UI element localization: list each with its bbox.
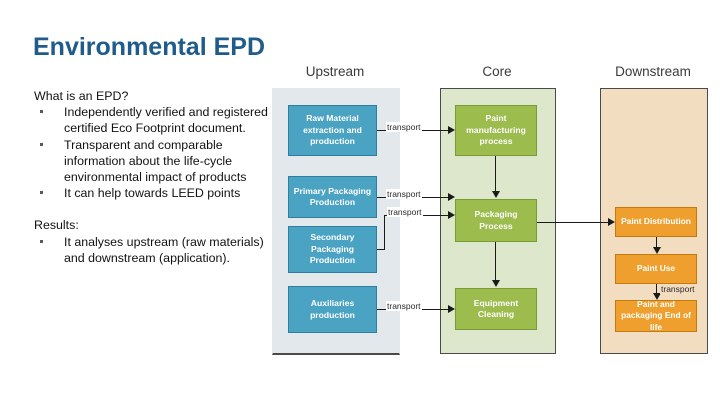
list-item-label: It can help towards LEED points bbox=[64, 186, 241, 201]
column-header-downstream: Downstream bbox=[615, 64, 691, 79]
connector-packaging-to-cleaning bbox=[495, 242, 496, 280]
page-title: Environmental EPD bbox=[33, 33, 265, 61]
list-item: Independently verified and registered ce… bbox=[34, 104, 272, 136]
list-item-label: Independently verified and registered ce… bbox=[64, 105, 268, 136]
arrow-right-icon bbox=[448, 305, 455, 313]
arrow-down-icon bbox=[653, 247, 661, 254]
node-packaging-process[interactable]: Packaging Process bbox=[455, 199, 537, 242]
list-item: Transparent and comparable information a… bbox=[34, 137, 272, 186]
arrow-right-icon bbox=[448, 211, 455, 219]
node-paint-manufacturing-process[interactable]: Paint manufacturing process bbox=[455, 105, 537, 156]
text-spacer bbox=[34, 201, 272, 217]
connector-label-transport-5: transport bbox=[660, 284, 696, 294]
epd-question: What is an EPD? bbox=[34, 89, 129, 103]
connector-distribution-to-use bbox=[656, 237, 657, 248]
node-raw-material-extraction[interactable]: Raw Material extraction and production bbox=[288, 105, 377, 156]
lifecycle-diagram: Upstream Core Downstream Raw Material ex… bbox=[266, 62, 714, 362]
arrow-right-icon bbox=[608, 218, 615, 226]
node-secondary-packaging-production[interactable]: Secondary Packaging Production bbox=[288, 226, 377, 273]
node-paint-distribution[interactable]: Paint Distribution bbox=[615, 207, 697, 237]
arrow-right-icon bbox=[448, 126, 455, 134]
node-equipment-cleaning[interactable]: Equipment Cleaning bbox=[455, 288, 537, 330]
node-paint-use[interactable]: Paint Use bbox=[615, 254, 697, 284]
arrow-right-icon bbox=[448, 193, 455, 201]
connector-secondary-seg-h1 bbox=[377, 249, 385, 250]
column-header-core: Core bbox=[482, 64, 512, 79]
list-item-label: Transparent and comparable information a… bbox=[64, 137, 247, 185]
connector-packaging-seg-h1 bbox=[537, 222, 609, 223]
results-bullet-list: It analyses upstream (raw materials) and… bbox=[34, 234, 272, 266]
connector-manufacturing-to-packaging bbox=[495, 156, 496, 192]
connector-secondary-seg-v bbox=[384, 215, 385, 250]
bullet-icon bbox=[40, 142, 43, 146]
arrow-down-icon bbox=[492, 280, 500, 287]
bullet-icon bbox=[40, 239, 43, 243]
column-header-upstream: Upstream bbox=[305, 64, 365, 79]
node-paint-end-of-life[interactable]: Paint and packaging End of life bbox=[615, 299, 697, 332]
arrow-down-icon bbox=[653, 293, 661, 300]
epd-bullet-list: Independently verified and registered ce… bbox=[34, 104, 272, 201]
list-item: It analyses upstream (raw materials) and… bbox=[34, 234, 272, 266]
arrow-down-icon bbox=[492, 191, 500, 198]
node-auxiliaries-production[interactable]: Auxiliaries production bbox=[288, 286, 377, 333]
connector-label-transport-3: transport bbox=[387, 207, 423, 217]
bullet-icon bbox=[40, 191, 43, 195]
bullet-icon bbox=[40, 110, 43, 114]
list-item-label: It analyses upstream (raw materials) and… bbox=[64, 234, 264, 265]
connector-label-transport-1: transport bbox=[386, 122, 422, 132]
connector-label-transport-4: transport bbox=[386, 301, 422, 311]
list-item: It can help towards LEED points bbox=[34, 185, 272, 201]
connector-use-to-endoflife bbox=[656, 284, 657, 294]
left-text-column: What is an EPD? Independently verified a… bbox=[34, 88, 272, 266]
node-primary-packaging-production[interactable]: Primary Packaging Production bbox=[288, 176, 377, 218]
connector-label-transport-2: transport bbox=[386, 189, 422, 199]
results-heading: Results: bbox=[34, 218, 79, 233]
